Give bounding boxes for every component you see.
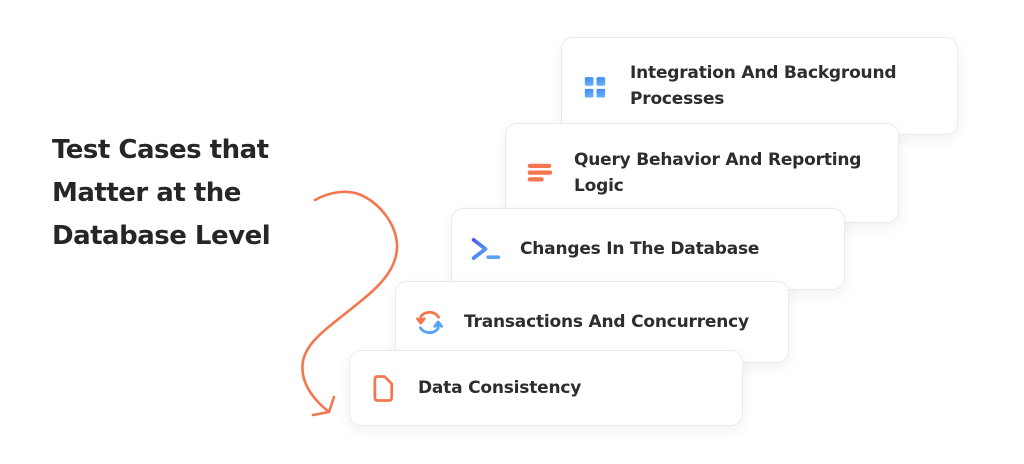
card-5: Data Consistency	[349, 350, 743, 426]
grid-icon	[578, 74, 612, 99]
card-label: Data Consistency	[418, 378, 582, 398]
card-label: Changes In The Database	[520, 239, 760, 259]
menu-lines-icon	[527, 163, 552, 182]
card-label: Integration And Background Processes	[630, 63, 897, 109]
title-line-2: Matter at the	[52, 178, 241, 208]
curved-arrow-icon	[301, 190, 399, 417]
title-line-1: Test Cases that	[52, 135, 269, 165]
terminal-icon	[471, 237, 500, 261]
card-1: Integration And Background Processes	[561, 37, 958, 135]
card-label: Transactions And Concurrency	[464, 312, 749, 332]
document-icon	[373, 374, 393, 402]
title-line-3: Database Level	[52, 221, 271, 251]
sync-arrows-icon	[415, 310, 443, 334]
document-icon	[366, 373, 400, 404]
card-4: Transactions And Concurrency	[395, 281, 789, 363]
sync-arrows-icon	[412, 306, 446, 339]
terminal-icon	[468, 235, 502, 263]
page-title: Test Cases that Matter at the Database L…	[52, 129, 271, 258]
menu-lines-icon	[522, 160, 556, 186]
card-3: Changes In The Database	[451, 208, 845, 290]
card-2: Query Behavior And Reporting Logic	[505, 123, 899, 223]
card-label: Query Behavior And Reporting Logic	[574, 150, 862, 196]
grid-icon	[584, 76, 606, 97]
